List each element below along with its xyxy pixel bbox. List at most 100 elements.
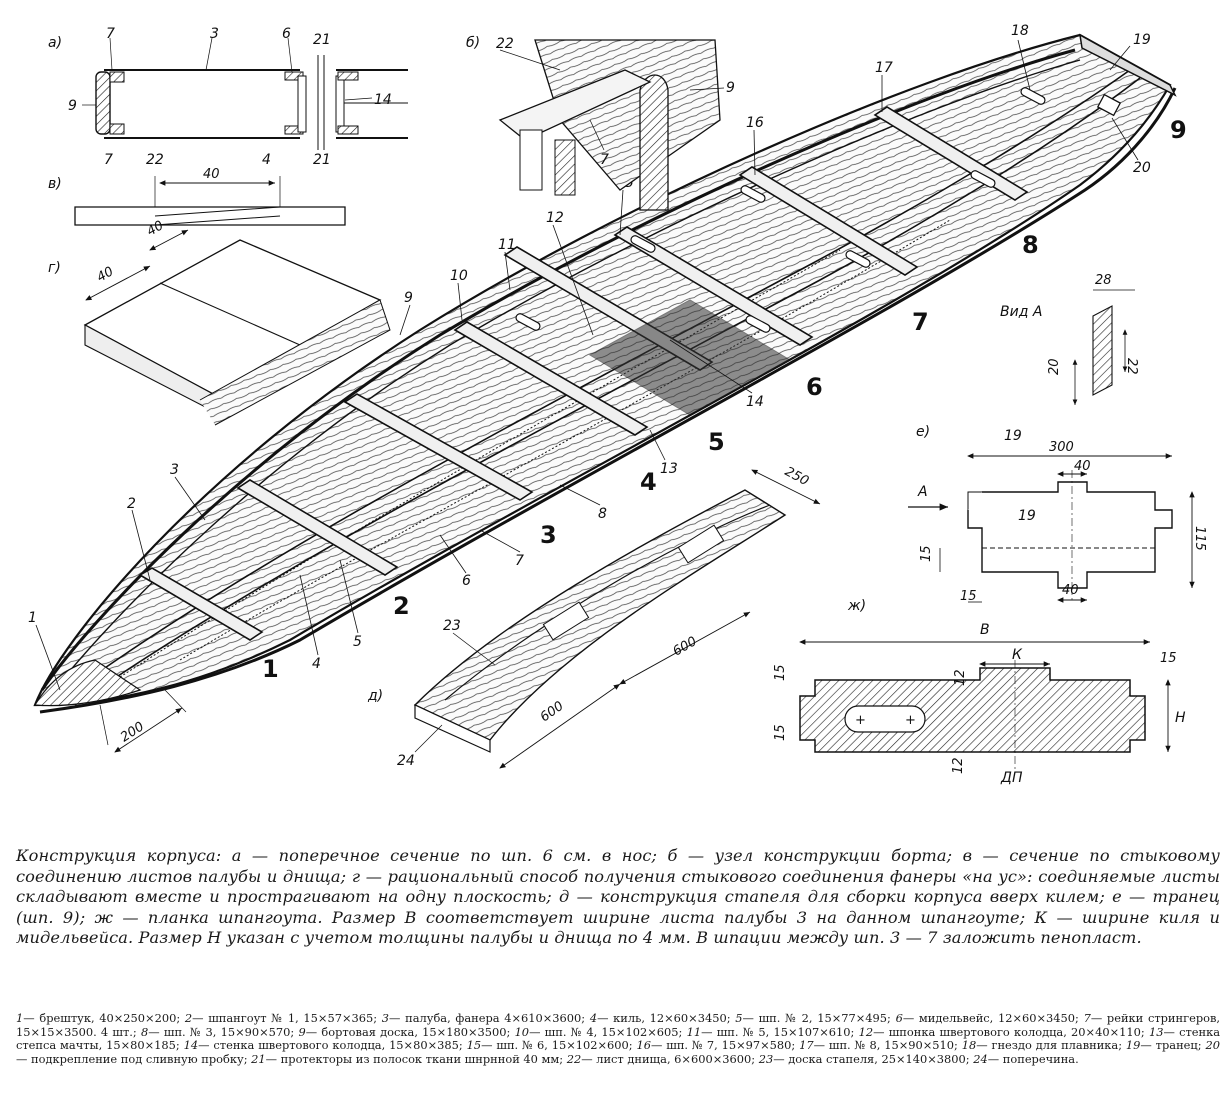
legend-item-text: — лист днища, 6×600×3600; bbox=[581, 1051, 756, 1066]
svg-text:15: 15 bbox=[773, 664, 788, 681]
part-callout: 16 bbox=[746, 115, 764, 131]
legend-item-text: — протекторы из полосок ткани шнрнной 40… bbox=[265, 1051, 564, 1066]
svg-text:9: 9 bbox=[68, 98, 77, 114]
frame-number: 6 bbox=[806, 373, 823, 401]
svg-text:15: 15 bbox=[960, 589, 977, 604]
legend-item: 19— транец; bbox=[1126, 1038, 1202, 1052]
svg-text:12: 12 bbox=[951, 757, 966, 774]
legend-item-number: 8 bbox=[140, 1024, 149, 1039]
legend-item-text: — шп. № 4, 15×102×605; bbox=[529, 1024, 683, 1039]
svg-text:б): б) bbox=[466, 35, 480, 51]
svg-text:Н: Н bbox=[1175, 710, 1186, 726]
part-callout: 12 bbox=[546, 210, 564, 226]
svg-text:40: 40 bbox=[1074, 459, 1091, 474]
part-callouts bbox=[35, 39, 1139, 691]
legend-item-text: — брештук, 40×250×200; bbox=[23, 1011, 181, 1025]
legend-item-number: 14 bbox=[183, 1038, 199, 1053]
part-callout: 18 bbox=[1011, 23, 1029, 39]
legend-item-number: 9 bbox=[298, 1024, 306, 1039]
part-callout: 1 bbox=[28, 610, 37, 626]
legend-item: 4— киль, 12×60×3450; bbox=[590, 1011, 731, 1025]
legend-item-text: — подкрепление под сливную пробку; bbox=[16, 1051, 248, 1066]
main-hull-view bbox=[33, 33, 1177, 714]
legend-item: 2— шпангоут № 1, 15×57×365; bbox=[185, 1011, 377, 1025]
svg-text:В: В bbox=[980, 622, 990, 638]
legend-item-text: — шп. № 8, 15×90×510; bbox=[813, 1038, 958, 1053]
svg-text:40: 40 bbox=[95, 264, 117, 285]
part-callout: 19 bbox=[1133, 32, 1151, 48]
legend-item-text: — шпангоут № 1, 15×57×365; bbox=[192, 1011, 378, 1025]
svg-text:21: 21 bbox=[313, 32, 331, 48]
panel-v-joint-section: в) 40 bbox=[48, 167, 346, 226]
svg-text:15: 15 bbox=[919, 545, 934, 562]
legend-item-number: 5 bbox=[735, 1011, 743, 1025]
legend-item-number: 4 bbox=[589, 1011, 598, 1025]
legend-item-text: — бортовая доска, 15×180×3500; bbox=[305, 1024, 511, 1039]
svg-text:40: 40 bbox=[203, 167, 220, 182]
svg-text:е): е) bbox=[916, 424, 930, 440]
svg-text:4: 4 bbox=[262, 152, 271, 168]
legend-item: 22— лист днища, 6×600×3600; bbox=[567, 1052, 755, 1066]
svg-text:15: 15 bbox=[773, 724, 788, 741]
hull-construction-drawing: 1 2 3 4 5 6 7 8 9 1 2 3 4 5 bbox=[28, 23, 1207, 786]
part-callout: 2 bbox=[127, 496, 136, 512]
svg-text:Вид А: Вид А bbox=[1000, 304, 1042, 320]
svg-text:600: 600 bbox=[671, 634, 700, 659]
legend-item: 6— мидельвейс, 12×60×3450; bbox=[896, 1011, 1079, 1025]
legend-item-text: — стенка степса мачты, 15×80×185; bbox=[16, 1024, 1220, 1053]
svg-text:+: + bbox=[855, 713, 866, 728]
legend-item-text: — поперечина. bbox=[987, 1051, 1079, 1066]
legend-item-number: 24 bbox=[973, 1051, 988, 1066]
frame-number: 1 bbox=[262, 655, 279, 683]
svg-text:19: 19 bbox=[1018, 508, 1036, 524]
legend-item-number: 19 bbox=[1125, 1038, 1141, 1053]
legend-item: 10— шп. № 4, 15×102×605; bbox=[515, 1025, 683, 1039]
svg-text:ж): ж) bbox=[847, 598, 866, 614]
part-callout: 9 bbox=[404, 290, 413, 306]
part-callout: 14 bbox=[746, 394, 764, 410]
svg-text:12: 12 bbox=[953, 669, 968, 686]
legend-item-number: 15 bbox=[466, 1038, 482, 1053]
legend-item: 21— протекторы из полосок ткани шнрнной … bbox=[251, 1052, 563, 1066]
legend-item: 3— палуба, фанера 4×610×3600; bbox=[382, 1011, 585, 1025]
panel-b-side-detail: б) 22 9 7 bbox=[466, 35, 735, 211]
legend-item: 17— шп. № 8, 15×90×510; bbox=[799, 1038, 958, 1052]
svg-text:7: 7 bbox=[104, 152, 113, 168]
part-callout: 3 bbox=[170, 462, 179, 478]
legend-item-number: 22 bbox=[566, 1051, 582, 1066]
legend-item: 8— шп. № 3, 15×90×570; bbox=[141, 1025, 294, 1039]
legend-item: 12— шпонка швертового колодца, 20×40×110… bbox=[859, 1025, 1145, 1039]
legend-item-text: — стенка швертового колодца, 15×80×385; bbox=[198, 1038, 463, 1053]
svg-text:20: 20 bbox=[1047, 358, 1062, 375]
svg-text:600: 600 bbox=[538, 699, 567, 726]
legend-item: 14— стенка швертового колодца, 15×80×385… bbox=[184, 1038, 463, 1052]
legend-item-number: 18 bbox=[961, 1038, 977, 1053]
part-callout: 4 bbox=[312, 656, 321, 672]
svg-text:19: 19 bbox=[1004, 428, 1022, 444]
panel-e-transom: е) 19 300 40 19 115 40 15 15 А bbox=[908, 424, 1207, 604]
legend-item-text: — мидельвейс, 12×60×3450; bbox=[902, 1011, 1079, 1025]
part-callout: 20 bbox=[1133, 160, 1151, 176]
svg-text:7: 7 bbox=[600, 152, 609, 168]
part-callout: 13 bbox=[660, 461, 678, 477]
legend-item-number: 3 bbox=[381, 1011, 390, 1025]
legend-item: 9— бортовая доска, 15×180×3500; bbox=[299, 1025, 511, 1039]
figure-caption: Конструкция корпуса: а — поперечное сече… bbox=[16, 846, 1220, 948]
legend-item: 16— шп. № 7, 15×97×580; bbox=[636, 1038, 795, 1052]
frame-numbers: 1 2 3 4 5 6 7 8 9 bbox=[262, 116, 1187, 683]
part-callout: 5 bbox=[353, 634, 362, 650]
svg-text:15: 15 bbox=[1160, 651, 1177, 666]
svg-text:+: + bbox=[905, 713, 916, 728]
svg-text:24: 24 bbox=[397, 753, 415, 769]
legend-item: 13— стенка степса мачты, 15×80×185; bbox=[16, 1025, 1220, 1053]
svg-text:22: 22 bbox=[496, 36, 514, 52]
legend-item: 23— доска стапеля, 25×140×3800; bbox=[759, 1052, 970, 1066]
frame-number: 4 bbox=[640, 468, 657, 496]
svg-text:200: 200 bbox=[118, 719, 147, 745]
svg-text:9: 9 bbox=[726, 80, 735, 96]
svg-text:14: 14 bbox=[374, 92, 392, 108]
svg-text:22: 22 bbox=[1124, 358, 1139, 375]
svg-text:40: 40 bbox=[145, 218, 167, 239]
legend-item-number: 11 bbox=[686, 1024, 702, 1039]
svg-text:в): в) bbox=[48, 176, 62, 192]
